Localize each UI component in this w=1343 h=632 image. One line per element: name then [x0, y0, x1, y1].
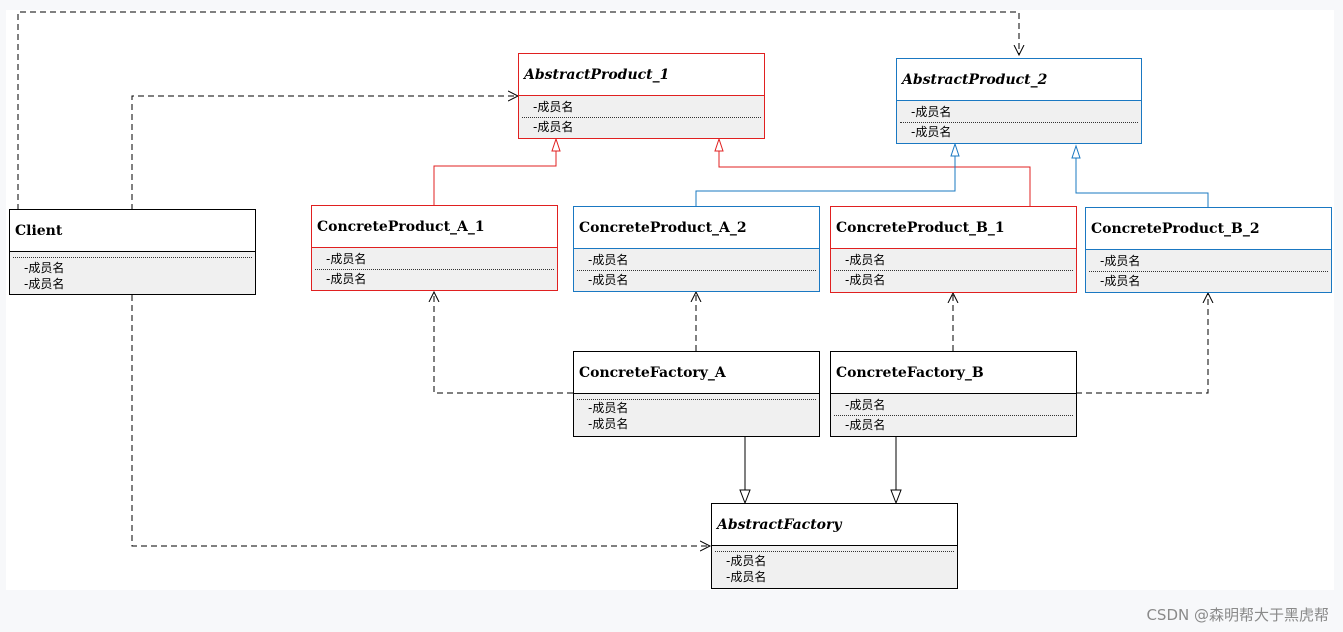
class-members: -成员名 -成员名: [574, 249, 819, 291]
class-members: -成员名 -成员名: [312, 248, 557, 290]
member-attribute: -成员名: [1100, 274, 1141, 288]
member-attribute: -成员名: [588, 253, 629, 267]
class-concrete-product-a-2[interactable]: ConcreteProduct_A_2 -成员名 -成员名: [573, 206, 820, 292]
member-attribute: -成员名: [326, 252, 367, 266]
class-members: -成员名 -成员名: [519, 96, 764, 138]
member-separator: [834, 270, 1073, 271]
class-concrete-factory-b[interactable]: ConcreteFactory_B -成员名 -成员名: [830, 351, 1077, 437]
class-members: -成员名 -成员名: [897, 101, 1141, 143]
class-name: ConcreteFactory_B: [831, 352, 1076, 394]
class-name: AbstractFactory: [712, 504, 957, 546]
member-attribute: -成员名: [326, 272, 367, 286]
member-attribute: -成员名: [726, 554, 767, 568]
class-concrete-product-a-1[interactable]: ConcreteProduct_A_1 -成员名 -成员名: [311, 205, 558, 291]
member-attribute: -成员名: [845, 398, 886, 412]
member-attribute: -成员名: [588, 417, 629, 431]
member-separator: [577, 399, 816, 400]
member-attribute: -成员名: [533, 100, 574, 114]
class-members: -成员名 -成员名: [1086, 250, 1331, 292]
class-name: AbstractProduct_2: [897, 59, 1141, 101]
member-attribute: -成员名: [24, 261, 65, 275]
member-separator: [715, 551, 954, 552]
member-attribute: -成员名: [845, 418, 886, 432]
member-separator: [577, 270, 816, 271]
class-name: ConcreteProduct_B_1: [831, 207, 1076, 249]
member-separator: [315, 269, 554, 270]
class-members: -成员名 -成员名: [712, 546, 957, 588]
class-name: ConcreteFactory_A: [574, 352, 819, 394]
member-attribute: -成员名: [533, 120, 574, 134]
member-attribute: -成员名: [726, 570, 767, 584]
member-attribute: -成员名: [845, 273, 886, 287]
class-concrete-product-b-2[interactable]: ConcreteProduct_B_2 -成员名 -成员名: [1085, 207, 1332, 293]
member-separator: [834, 415, 1073, 416]
watermark-text: CSDN @森明帮大于黑虎帮: [1146, 606, 1329, 624]
class-name: ConcreteProduct_B_2: [1086, 208, 1331, 250]
member-separator: [1089, 271, 1328, 272]
class-members: -成员名 -成员名: [831, 249, 1076, 292]
class-name: Client: [10, 210, 255, 252]
class-concrete-factory-a[interactable]: ConcreteFactory_A -成员名 -成员名: [573, 351, 820, 437]
class-abstract-product-2[interactable]: AbstractProduct_2 -成员名 -成员名: [896, 58, 1142, 144]
class-abstract-factory[interactable]: AbstractFactory -成员名 -成员名: [711, 503, 958, 589]
class-concrete-product-b-1[interactable]: ConcreteProduct_B_1 -成员名 -成员名: [830, 206, 1077, 293]
member-attribute: -成员名: [845, 253, 886, 267]
class-members: -成员名 -成员名: [10, 252, 255, 294]
member-separator: [900, 122, 1138, 123]
member-attribute: -成员名: [24, 277, 65, 291]
member-attribute: -成员名: [588, 273, 629, 287]
class-members: -成员名 -成员名: [831, 394, 1076, 436]
member-attribute: -成员名: [588, 401, 629, 415]
class-abstract-product-1[interactable]: AbstractProduct_1 -成员名 -成员名: [518, 53, 765, 139]
member-separator: [13, 257, 252, 258]
class-members: -成员名 -成员名: [574, 394, 819, 436]
member-separator: [522, 117, 761, 118]
class-name: ConcreteProduct_A_2: [574, 207, 819, 249]
class-name: ConcreteProduct_A_1: [312, 206, 557, 248]
member-attribute: -成员名: [911, 125, 952, 139]
member-attribute: -成员名: [1100, 254, 1141, 268]
member-attribute: -成员名: [911, 105, 952, 119]
class-name: AbstractProduct_1: [519, 54, 764, 96]
class-client[interactable]: Client -成员名 -成员名: [9, 209, 256, 295]
